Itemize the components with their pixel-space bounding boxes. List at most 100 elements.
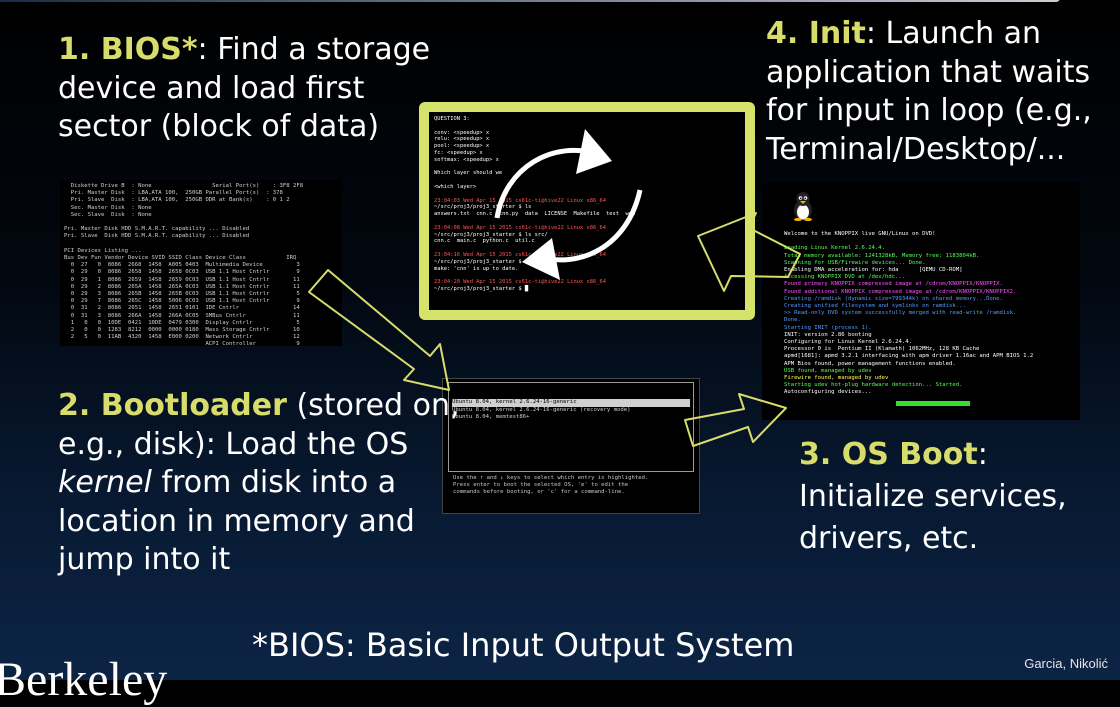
osboot-text-2: Initialize services,: [799, 479, 1067, 514]
bios-line: ACPI Controller 9: [64, 341, 300, 346]
arrow-bootloader-to-osboot-icon: [684, 393, 787, 447]
bios-line: Sec. Master Disk : None: [64, 204, 152, 211]
bootloader-kernel-term: kernel: [58, 465, 152, 500]
bootloader-description: 2. Bootloader (stored on, e.g., disk): L…: [58, 387, 460, 580]
bios-line: 0 29 1 8086 2659 1458 2659 0C03 USB 1.1 …: [64, 276, 300, 283]
knoppix-line: Done.: [784, 317, 801, 324]
shell-line: ~/src/proj3/proj3_starter $ ls: [434, 204, 532, 211]
bios-line: 0 29 0 8086 2658 1458 2658 0C03 USB 1.1 …: [64, 269, 300, 276]
shell-line: ~/src/proj3/proj3_starter $ █: [434, 285, 529, 292]
bios-text-1: : Find a storage: [197, 32, 431, 67]
grub-help-line: Use the ↑ and ↓ keys to select which ent…: [453, 475, 649, 481]
footer-note: *BIOS: Basic Input Output System: [252, 626, 795, 664]
bios-line: 2 5 0 11AB 4320 1458 E000 0200 Network C…: [64, 334, 300, 341]
osboot-heading: 3. OS Boot: [799, 437, 978, 472]
grub-menu-entry[interactable]: Ubuntu 8.04, kernel 2.6.24-16-generic: [452, 399, 690, 407]
bios-line: Sec. Slave Disk : None: [64, 211, 152, 218]
shell-line: fc: <speedup> x: [434, 149, 483, 156]
shell-line: QUESTION 3:: [434, 116, 470, 122]
bios-description: 1. BIOS*: Find a storage device and load…: [58, 31, 430, 147]
bios-line: Pri. Slave Disk : LBA,ATA 100, 250GB DDR…: [64, 197, 290, 204]
knoppix-line: Starting udev hot-plug hardware detectio…: [784, 382, 963, 389]
bootloader-text-2: e.g., disk): Load the OS: [58, 426, 409, 462]
knoppix-line: Scanning for USB/Firewire devices... Don…: [784, 259, 926, 266]
bios-screenshot: Diskette Drive B : None Serial Port(s) :…: [60, 180, 342, 346]
arrow-osboot-to-init-icon: [697, 212, 801, 292]
bios-line: Diskette Drive B : None Serial Port(s) :…: [64, 183, 304, 189]
shell-line: pool: <speedup> x: [434, 143, 490, 150]
shell-line: 23:04:08 Wed Apr 15 2015 cs61c-ti@hive22…: [434, 224, 607, 231]
bios-line: Pri. Slave Disk HDD S.M.A.R.T. capabilit…: [64, 233, 250, 240]
knoppix-line: Configuring for Linux Kernel 2.6.24.4.: [784, 339, 912, 346]
osboot-text-1: :: [977, 437, 988, 472]
bootloader-text-4: location in memory and: [58, 503, 415, 539]
shell-line: conv: <speedup> x: [434, 129, 490, 136]
knoppix-line: Found primary KNOPPIX compressed image a…: [784, 281, 1003, 288]
credit-text: Garcia, Nikolić: [1024, 656, 1108, 671]
tux-penguin-icon: [794, 192, 812, 221]
shell-line: softmax: <speedup> x: [434, 156, 499, 163]
bios-line: PCI Devices Listing ...: [64, 247, 142, 254]
arrows-overlay: [308, 129, 801, 447]
init-text-4: Terminal/Desktop/...: [766, 131, 1066, 167]
shell-line: cnn.c main.c python.c util.c: [434, 238, 535, 245]
grub-menu-entry[interactable]: Ubuntu 8.04, memtest86+: [452, 413, 530, 420]
bootloader-text-5: jump into it: [58, 542, 231, 577]
grub-help-line: Press enter to boot the selected OS, 'e'…: [453, 482, 629, 489]
knoppix-line: apmd[1681]: apmd 3.2.1 interfacing with …: [784, 353, 1034, 360]
shell-line: 23:04:03 Wed Apr 15 2015 cs61c-ti@hive22…: [434, 197, 607, 204]
init-heading: 4. Init: [766, 16, 866, 51]
bootloader-heading: 2. Bootloader: [58, 388, 287, 423]
shell-line: Which layer should we: [434, 170, 503, 177]
grub-menu-entry[interactable]: Ubuntu 8.04, kernel 2.6.24-16-generic (r…: [452, 406, 631, 413]
shell-line: <which layer>: [434, 183, 477, 190]
knoppix-line: Welcome to the KNOPPIX live GNU/Linux on…: [784, 231, 936, 237]
knoppix-line: Starting INIT (process 1).: [784, 324, 872, 331]
init-description: 4. Init: Launch an application that wait…: [766, 15, 1092, 169]
bios-line: 1 0 0 10DE 0421 10DE 0479 0300 Display C…: [64, 319, 300, 326]
knoppix-line: Autoconfiguring devices...: [784, 389, 872, 396]
knoppix-line: Firewire found, managed by udev: [784, 375, 889, 382]
shell-line: ~/src/proj3/proj3_starter $ ls src/: [434, 231, 548, 238]
header-rule: [0, 0, 1060, 2]
shell-line: 23:04:20 Wed Apr 15 2015 cs61c-ti@hive22…: [434, 279, 607, 286]
bootloader-text-3: from disk into a: [151, 465, 397, 500]
bios-heading: 1. BIOS*: [58, 32, 198, 67]
knoppix-line: Creating /ramdisk (dynamic size=799344k)…: [784, 295, 1003, 302]
bios-line: Pri. Master Disk HDD S.M.A.R.T. capabili…: [64, 226, 250, 233]
knoppix-line: Processor 0 is Pentium II (Klamath) 1062…: [784, 346, 980, 353]
osboot-description: 3. OS Boot: Initialize services, drivers…: [799, 434, 1067, 560]
cycle-arrowhead-bottom-icon: [522, 238, 560, 280]
knoppix-line: INIT: version 2.86 booting: [784, 331, 872, 338]
bios-line: 0 29 7 8086 265C 1458 5006 0C03 USB 1.1 …: [64, 298, 300, 305]
knoppix-line: Total memory available: 1241328kB, Memor…: [784, 252, 980, 259]
bios-line: 2 0 0 1283 8212 0000 0000 0180 Mass Stor…: [64, 327, 300, 334]
knoppix-line: Enabling DMA acceleration for: hda [QEMU…: [784, 267, 963, 274]
knoppix-screenshot: Welcome to the KNOPPIX live GNU/Linux on…: [762, 183, 1080, 420]
knoppix-line: USB found, managed by udev: [784, 367, 872, 374]
init-text-1: : Launch an: [865, 16, 1042, 51]
autoconfig-progress-bar: [896, 401, 970, 406]
knoppix-line: Accessing KNOPPIX DVD at /dev/hdc...: [784, 274, 906, 281]
knoppix-line: Found additional KNOPPIX compressed imag…: [784, 288, 1017, 295]
shell-line: relu: <speedup> x: [434, 136, 490, 143]
knoppix-line: APM Bios found, power management functio…: [784, 360, 956, 367]
bios-text-2: device and load first: [58, 70, 365, 106]
grub-help-text: Use the ↑ and ↓ keys to select which ent…: [453, 475, 648, 497]
bios-line: 0 29 2 8086 265A 1458 265A 0C03 USB 1.1 …: [64, 283, 300, 290]
knoppix-line: Creating unified filesystem and symlinks…: [784, 303, 966, 310]
knoppix-line: Loading Linux Kernel 2.6.24.4.: [784, 245, 886, 252]
bios-line: 0 29 3 8086 265B 1458 265B 0C03 USB 1.1 …: [64, 291, 300, 298]
bios-line: 0 27 0 8086 2668 1458 A005 0403 Multimed…: [64, 262, 300, 269]
knoppix-boot-log: Welcome to the KNOPPIX live GNU/Linux on…: [784, 231, 1033, 397]
knoppix-line: >> Read-only DVD system successfully mer…: [784, 310, 1017, 317]
refresh-cycle-icon: [494, 147, 643, 263]
osboot-text-3: drivers, etc.: [799, 521, 979, 556]
bios-line: 0 31 3 8086 266A 1458 266A 0C05 SMBus Cn…: [64, 312, 300, 319]
bootloader-text-1: (stored on,: [286, 388, 460, 423]
init-text-2: application that waits: [766, 54, 1091, 90]
